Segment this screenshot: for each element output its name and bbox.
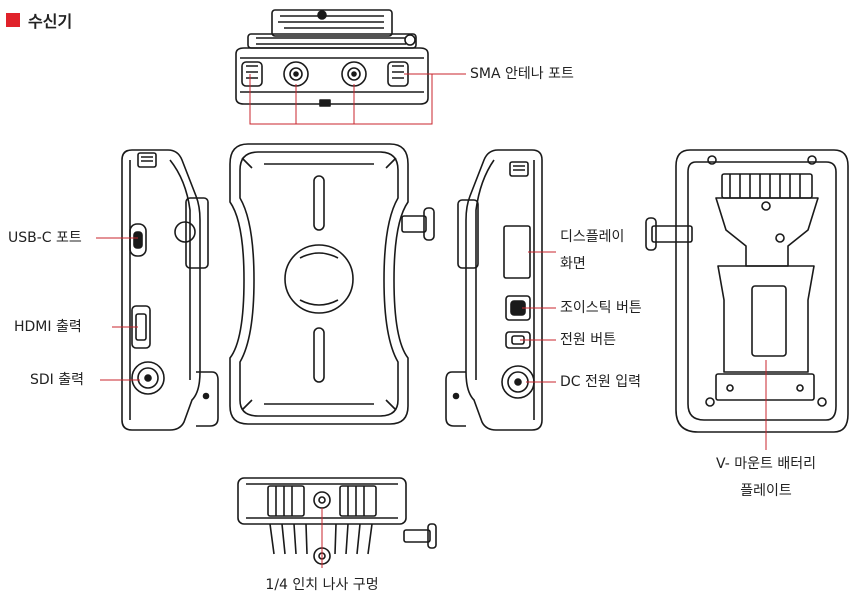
callout-lines [96, 73, 767, 568]
label-usb-c-port: USB-C 포트 [8, 230, 82, 246]
label-screw-hole: 1/4 인치 나사 구멍 [265, 577, 379, 593]
label-sdi-output: SDI 출력 [30, 372, 85, 388]
receiver-top-view [235, 9, 429, 107]
label-display-line1: 디스플레이 [560, 229, 625, 245]
label-vmount-line2: 플레이트 [740, 483, 792, 499]
label-power-button: 전원 버튼 [560, 332, 616, 348]
receiver-front-view [229, 143, 435, 425]
label-hdmi-output: HDMI 출력 [14, 319, 82, 335]
label-joystick-button: 조이스틱 버튼 [560, 300, 642, 316]
label-display-line2: 화면 [560, 256, 586, 272]
section-header: 수신기 [6, 8, 72, 32]
label-vmount-line1: V- 마운트 배터리 [716, 456, 816, 472]
label-dc-power-input: DC 전원 입력 [560, 374, 641, 390]
section-title: 수신기 [28, 12, 73, 31]
receiver-left-side-view [121, 149, 219, 431]
label-sma-antenna-port: SMA 안테나 포트 [470, 66, 574, 82]
section-marker [6, 13, 20, 27]
receiver-right-side-view [445, 149, 543, 431]
receiver-bottom-view [237, 477, 437, 565]
receiver-back-view [645, 149, 849, 433]
